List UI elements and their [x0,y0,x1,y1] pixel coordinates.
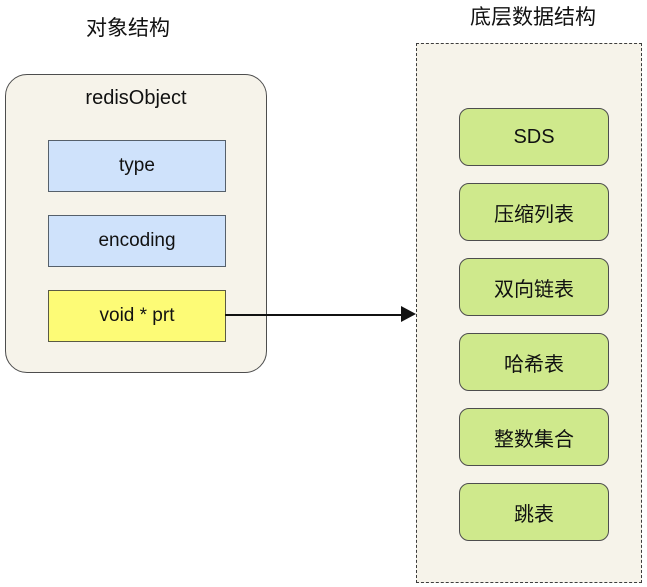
connector-line [225,314,405,316]
redis-object-card: redisObject type encoding void * prt [5,74,267,373]
right-column-title: 底层数据结构 [470,6,596,29]
data-structures-container: SDS 压缩列表 双向链表 哈希表 整数集合 跳表 [416,43,642,583]
field-void-pointer: void * prt [48,290,226,342]
data-structure-item: SDS [459,108,609,166]
field-type: type [48,140,226,192]
data-structure-item: 跳表 [459,483,609,541]
left-column-title: 对象结构 [86,17,170,40]
field-encoding: encoding [48,215,226,267]
connector-arrowhead-icon [401,306,416,322]
data-structure-item: 整数集合 [459,408,609,466]
data-structure-item: 哈希表 [459,333,609,391]
data-structure-item: 压缩列表 [459,183,609,241]
data-structure-item: 双向链表 [459,258,609,316]
redis-object-name: redisObject [85,87,187,109]
